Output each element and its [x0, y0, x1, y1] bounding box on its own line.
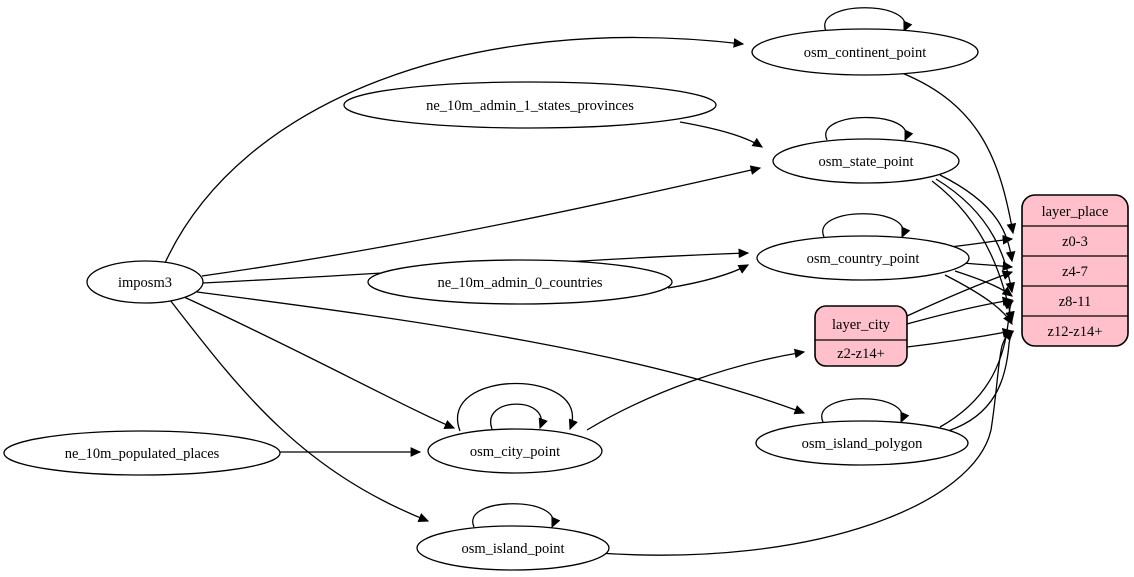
edge-osm_city_point-layer_city: [586, 348, 806, 431]
selfloop-osm_island_polygon: [821, 398, 910, 424]
node-osm_island_polygon: osm_island_polygon: [755, 420, 969, 466]
edge-osm_country_point-layer_place-z4-7: [961, 261, 1014, 271]
record-layer_city-title: layer_city: [832, 317, 891, 333]
edge-osm_island_point-layer_place-z12-z14: [597, 329, 1015, 556]
edge-osm_island_polygon-layer_place-z8-11: [939, 300, 1015, 428]
node-osm_state_point: osm_state_point: [772, 138, 960, 184]
record-layer_city: layer_city z2-z14+: [814, 305, 908, 367]
selfloop-outer-osm_city_point: [456, 382, 578, 432]
record-layer_place-row-z12-z14: z12-z14+: [1048, 324, 1103, 340]
ellipse-osm_state_point: [772, 138, 960, 184]
edge-imposm3-osm_continent_point: [164, 36, 745, 264]
selfloop-osm_island_point: [472, 503, 561, 529]
node-ne_10m_populated_places: ne_10m_populated_places: [3, 430, 281, 476]
ellipse-osm_continent_point: [751, 28, 979, 76]
record-layer_city-row-z2-z14: z2-z14+: [837, 346, 885, 362]
record-layer_place-row-z8-11: z8-11: [1059, 294, 1091, 310]
label-osm_state_point: osm_state_point: [818, 154, 913, 170]
label-osm_continent_point: osm_continent_point: [804, 45, 926, 61]
node-imposm3: imposm3: [86, 260, 204, 304]
edge-imposm3-osm_island_point: [169, 299, 430, 523]
record-layer_place: layer_place z0-3 z4-7 z8-11 z12-z14+: [1021, 194, 1129, 347]
label-imposm3: imposm3: [118, 275, 172, 291]
label-osm_country_point: osm_country_point: [807, 251, 920, 267]
edge-osm_continent_point-layer_place-z0-3: [901, 72, 1017, 235]
edge-osm_state_point-layer_place-z8-11: [935, 178, 1016, 294]
label-ne_10m_admin_1_states_provinces: ne_10m_admin_1_states_provinces: [426, 98, 634, 114]
edge-osm_country_point-layer_place-z0-3: [949, 234, 1014, 248]
ellipse-osm_island_polygon: [755, 420, 969, 466]
edge-layer_city-layer_place-z12-z14: [906, 327, 1014, 348]
node-ne_10m_admin_1_states_provinces: ne_10m_admin_1_states_provinces: [343, 81, 717, 129]
record-layer_place-box: [1021, 194, 1129, 347]
label-ne_10m_populated_places: ne_10m_populated_places: [65, 446, 220, 462]
record-layer_place-row-z0-3: z0-3: [1062, 234, 1088, 250]
edge-osm_state_point-layer_place-z4-7: [939, 174, 1016, 263]
selfloop-osm_continent_point: [824, 7, 913, 33]
edge-layer_city-layer_place-z4-7: [906, 270, 1014, 317]
selfloop-osm_state_point: [825, 116, 914, 142]
node-osm_city_point: osm_city_point: [427, 428, 603, 474]
ellipse-ne_10m_populated_places: [3, 430, 281, 476]
node-osm_country_point: osm_country_point: [756, 235, 970, 281]
ellipse-osm_city_point: [427, 428, 603, 474]
ellipse-ne_10m_admin_1_states_provinces: [343, 81, 717, 129]
selfloop-osm_country_point: [822, 213, 911, 239]
node-ne_10m_admin_0_countries: ne_10m_admin_0_countries: [367, 259, 673, 305]
edge-imposm3-osm_state_point: [201, 165, 762, 277]
edges: [164, 7, 1017, 556]
edge-osm_country_point-layer_place-z8-11: [954, 270, 1013, 297]
record-layer_place-row-z4-7: z4-7: [1062, 264, 1088, 280]
node-osm_island_point: osm_island_point: [416, 525, 610, 571]
edge-layer_city-layer_place-z8-11: [906, 296, 1014, 325]
edge-ne_10m_admin_0_countries-osm_country_point: [667, 264, 750, 289]
label-ne_10m_admin_0_countries: ne_10m_admin_0_countries: [437, 275, 602, 291]
selfloop-inner-osm_city_point: [490, 403, 548, 430]
edge-imposm3-osm_island_polygon: [196, 291, 806, 415]
label-osm_city_point: osm_city_point: [470, 444, 560, 460]
ellipse-osm_island_point: [416, 525, 610, 571]
ellipse-ne_10m_admin_0_countries: [367, 259, 673, 305]
edge-ne_10m_admin_1_states_provinces-osm_state_point: [679, 121, 764, 148]
edge-imposm3-osm_city_point: [183, 296, 456, 429]
label-osm_island_point: osm_island_point: [461, 541, 564, 557]
node-osm_continent_point: osm_continent_point: [751, 28, 979, 76]
ellipse-imposm3: [86, 260, 204, 304]
record-layer_city-box: [814, 305, 908, 367]
label-osm_island_polygon: osm_island_polygon: [802, 436, 924, 452]
ellipse-osm_country_point: [756, 235, 970, 281]
record-layer_place-title: layer_place: [1042, 204, 1109, 220]
